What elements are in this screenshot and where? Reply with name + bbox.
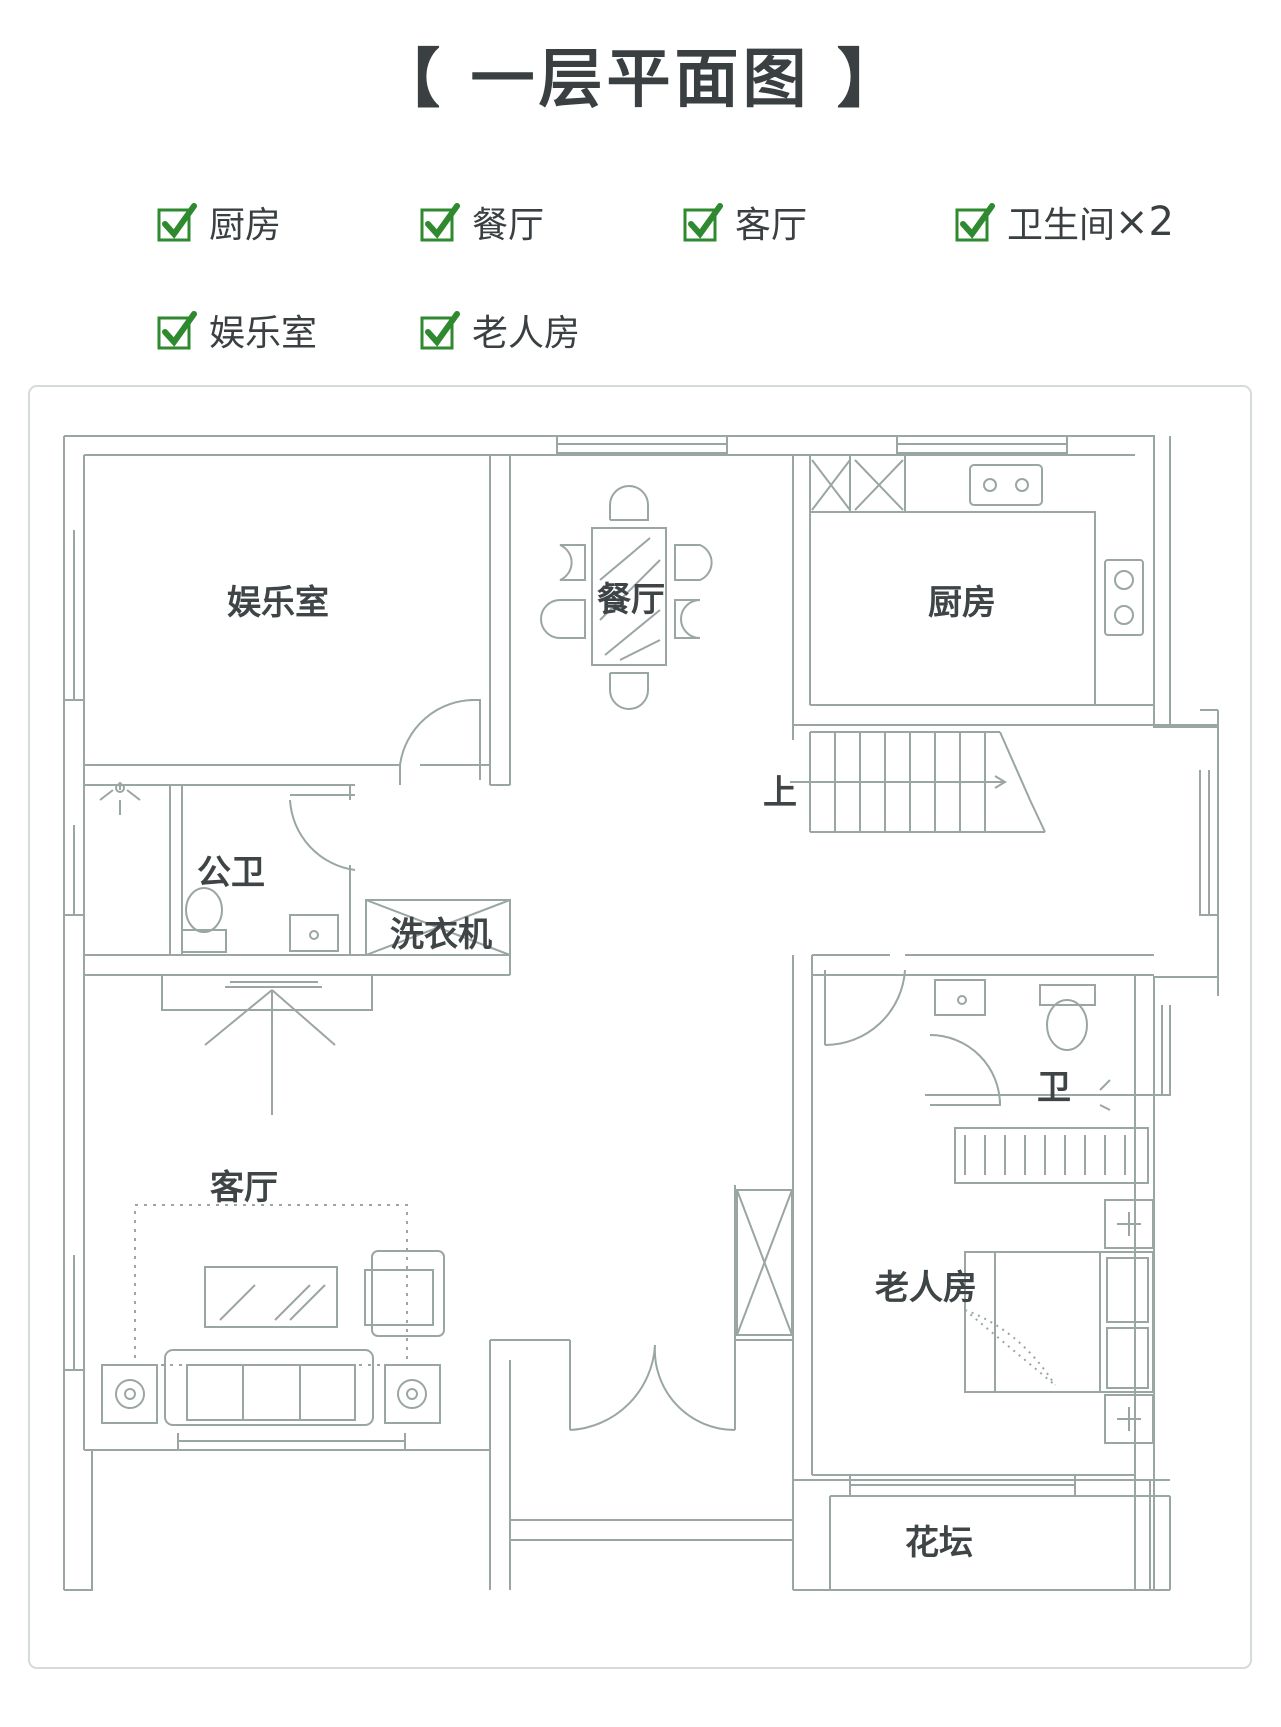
kitchen-fixtures <box>809 454 1144 705</box>
room-entertainment: 娱乐室 <box>227 583 329 623</box>
feature-label: 娱乐室 <box>209 313 318 354</box>
doors <box>289 698 1001 1432</box>
room-living: 客厅 <box>210 1168 278 1208</box>
stairs <box>790 731 1046 833</box>
feature-living: 客厅 <box>683 196 807 248</box>
feature-count: ×2 <box>1115 199 1174 245</box>
check-icon <box>420 311 460 350</box>
feature-label: 老人房 <box>472 313 581 354</box>
feature-label: 餐厅 <box>472 205 545 246</box>
check-icon <box>420 203 460 242</box>
feature-label: 卫生间 <box>1007 205 1116 246</box>
feature-bathroom: 卫生间 ×2 <box>955 196 1174 248</box>
check-icon <box>157 203 197 242</box>
windows <box>63 436 1219 1497</box>
check-icon <box>955 203 995 242</box>
room-elder: 老人房 <box>875 1268 977 1308</box>
room-kitchen: 厨房 <box>928 583 996 623</box>
feature-entertainment: 娱乐室 <box>157 304 317 356</box>
room-bath: 卫 <box>1037 1068 1071 1108</box>
plan-frame <box>28 385 1252 1669</box>
room-dining: 餐厅 <box>597 580 665 620</box>
dining-table <box>540 485 713 710</box>
public-bath-fixtures <box>99 782 511 956</box>
room-flower-bed: 花坛 <box>905 1523 973 1563</box>
room-laundry: 洗衣机 <box>390 915 492 955</box>
hall-cabinet <box>736 1189 793 1336</box>
living-room-furniture <box>101 974 445 1426</box>
feature-label: 客厅 <box>735 205 808 246</box>
feature-dining: 餐厅 <box>420 196 544 248</box>
check-icon <box>157 311 197 350</box>
elder-room-furniture <box>934 979 1154 1444</box>
feature-label: 厨房 <box>209 205 282 246</box>
page-title: 【 一层平面图 】 <box>376 43 905 117</box>
room-public-bath: 公卫 <box>197 853 265 893</box>
check-icon <box>683 203 723 242</box>
feature-kitchen: 厨房 <box>157 196 281 248</box>
feature-elder-room: 老人房 <box>420 304 580 356</box>
stairs-up-label: 上 <box>763 773 797 813</box>
